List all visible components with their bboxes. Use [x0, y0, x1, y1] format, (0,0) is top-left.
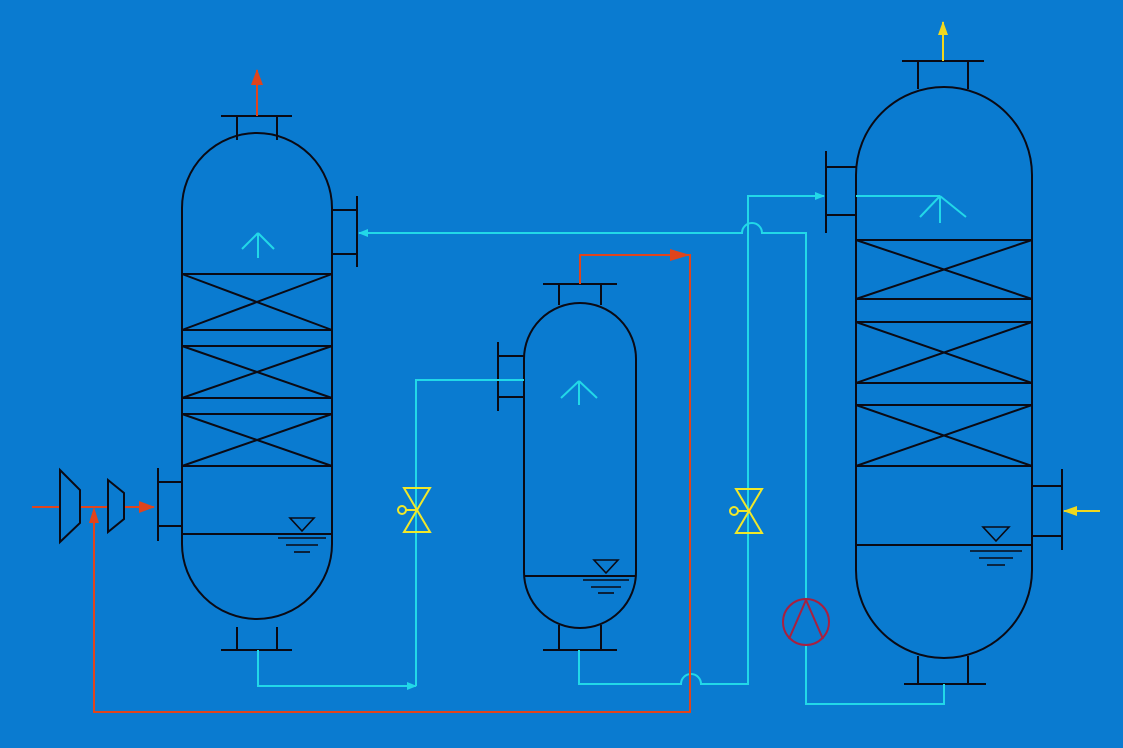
gas-flow-arrow	[670, 249, 690, 261]
gas-flow-arrow	[89, 507, 99, 523]
liquid-distributor	[560, 380, 598, 405]
liquid-line-stripper-bottoms	[805, 684, 945, 705]
level-indicator	[970, 526, 1022, 566]
liquid-line-recycle	[358, 222, 807, 684]
control-valve	[729, 488, 764, 534]
flash-drum	[497, 283, 637, 651]
gas-line-flash-recycle	[93, 254, 691, 713]
liquid-distributor	[856, 195, 967, 223]
level-indicator	[583, 559, 629, 594]
absorber-column	[157, 115, 358, 651]
liquid-distributor	[241, 232, 275, 258]
control-valve	[397, 487, 432, 533]
compressor-stage-1	[59, 467, 81, 545]
liquid-line-flash-feed	[415, 379, 524, 686]
centrifugal-pump	[782, 597, 830, 646]
liquid-line-flash-bottoms	[578, 192, 825, 685]
compressor-stage-2	[107, 477, 125, 535]
stripper-column	[825, 60, 1063, 685]
liquid-line-absorber-bottoms	[257, 650, 417, 690]
level-indicator	[278, 517, 326, 553]
